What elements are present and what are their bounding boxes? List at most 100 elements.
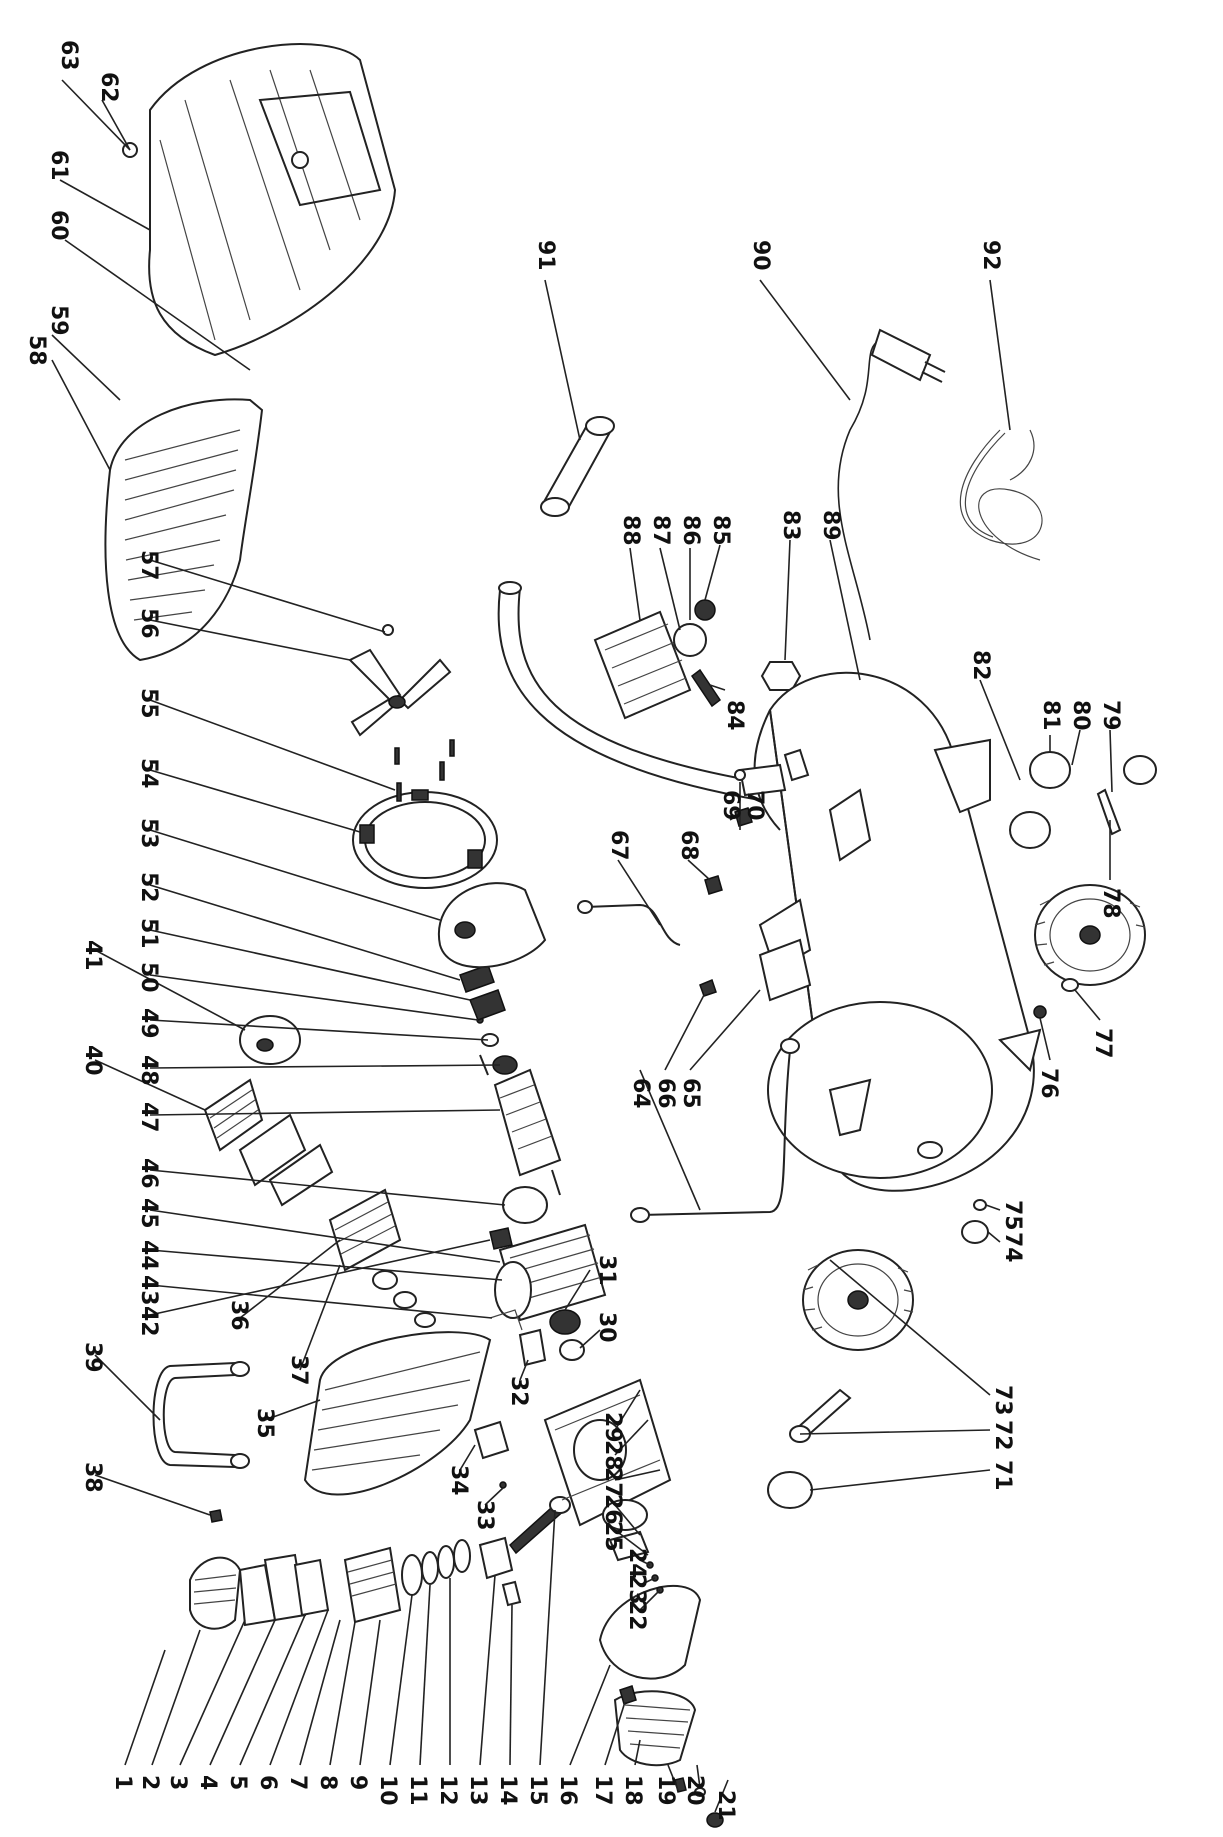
part-34	[473, 1420, 510, 1460]
label-9: 9	[345, 1775, 370, 1790]
label-68: 68	[676, 830, 701, 861]
label-7: 7	[285, 1775, 310, 1790]
label-73: 73	[990, 1385, 1015, 1416]
label-25: 25	[600, 1521, 625, 1552]
label-48: 48	[136, 1055, 161, 1086]
label-12: 12	[435, 1775, 460, 1806]
label-3: 3	[165, 1775, 190, 1790]
crank-parts	[608, 1530, 664, 1594]
label-15: 15	[525, 1775, 550, 1806]
cylinder-head-lower	[189, 1509, 330, 1630]
motor-end-cap	[437, 882, 547, 969]
label-89: 89	[818, 510, 843, 541]
label-35: 35	[252, 1408, 277, 1439]
label-72: 72	[990, 1420, 1015, 1451]
label-84: 84	[722, 700, 747, 731]
label-19: 19	[653, 1775, 678, 1806]
wheel-rear	[1034, 884, 1146, 986]
label-37: 37	[286, 1355, 311, 1386]
label-16: 16	[555, 1775, 580, 1806]
label-62: 62	[96, 72, 121, 103]
label-66: 66	[653, 1078, 678, 1109]
bearing-52	[459, 964, 495, 993]
label-86: 86	[678, 515, 703, 546]
label-65: 65	[678, 1078, 703, 1109]
bracket-66	[699, 978, 717, 997]
label-67: 67	[606, 830, 631, 861]
label-85: 85	[708, 515, 733, 546]
label-1: 1	[110, 1775, 135, 1790]
part-32	[518, 1328, 547, 1367]
label-2: 2	[137, 1775, 162, 1790]
label-57: 57	[136, 550, 161, 581]
label-49: 49	[136, 1008, 161, 1039]
label-81: 81	[1038, 700, 1063, 731]
bearing-31	[549, 1309, 581, 1335]
drain-hose	[959, 429, 1043, 561]
label-20: 20	[682, 1775, 707, 1806]
wheel-front	[802, 1249, 914, 1351]
label-8: 8	[315, 1775, 340, 1790]
label-42: 42	[136, 1306, 161, 1337]
piston-pin-14	[501, 1580, 522, 1607]
hose-sleeve	[540, 416, 615, 517]
washer-30	[559, 1339, 585, 1361]
label-26: 26	[600, 1494, 625, 1525]
label-60: 60	[46, 210, 71, 241]
label-61: 61	[46, 150, 71, 181]
tube	[577, 900, 681, 946]
handle-bar	[152, 1361, 250, 1469]
label-79: 79	[1098, 700, 1123, 731]
label-22: 22	[624, 1600, 649, 1631]
piston-13	[478, 1536, 514, 1580]
motor-stator	[494, 1223, 607, 1322]
label-53: 53	[136, 818, 161, 849]
label-56: 56	[136, 608, 161, 639]
label-46: 46	[136, 1158, 161, 1189]
fan-grill	[104, 398, 264, 662]
label-18: 18	[620, 1775, 645, 1806]
rear-grill	[303, 1331, 492, 1496]
cylinder-head-upper	[203, 1078, 334, 1207]
motor-rotor	[479, 1054, 562, 1196]
label-50: 50	[136, 962, 161, 993]
part-42	[489, 1227, 513, 1250]
label-71: 71	[990, 1460, 1015, 1491]
bearing-cap	[239, 1015, 301, 1065]
clip-57	[382, 624, 394, 636]
part-number-labels: 63 62 61 60 59 58 57 56 55 54 53 52 51 5…	[24, 40, 1123, 1821]
label-4: 4	[195, 1775, 220, 1790]
label-31: 31	[594, 1255, 619, 1286]
bracket-65	[758, 938, 812, 1002]
label-40: 40	[80, 1045, 105, 1076]
label-70: 70	[742, 790, 767, 821]
bearing-46	[502, 1186, 548, 1224]
shroud-cover	[122, 43, 397, 357]
end-cover	[598, 1584, 724, 1828]
label-39: 39	[80, 1342, 105, 1373]
label-10: 10	[375, 1775, 400, 1806]
label-58: 58	[24, 335, 49, 366]
label-91: 91	[533, 240, 558, 271]
label-54: 54	[136, 758, 161, 789]
label-36: 36	[226, 1300, 251, 1331]
label-47: 47	[136, 1102, 161, 1133]
label-21: 21	[713, 1790, 738, 1821]
pressure-switch	[593, 599, 802, 720]
label-90: 90	[748, 240, 773, 271]
label-28: 28	[600, 1440, 625, 1471]
washer-75	[973, 1199, 987, 1211]
label-44: 44	[136, 1240, 161, 1271]
label-64: 64	[628, 1078, 653, 1109]
label-76: 76	[1036, 1068, 1061, 1099]
crankcase	[543, 1378, 672, 1531]
washer-77	[1061, 978, 1079, 992]
connecting-rod	[508, 1496, 571, 1555]
label-88: 88	[618, 515, 643, 546]
label-34: 34	[446, 1465, 471, 1496]
label-78: 78	[1098, 888, 1123, 919]
label-41: 41	[80, 940, 105, 971]
label-74: 74	[1000, 1232, 1025, 1263]
label-14: 14	[495, 1775, 520, 1806]
